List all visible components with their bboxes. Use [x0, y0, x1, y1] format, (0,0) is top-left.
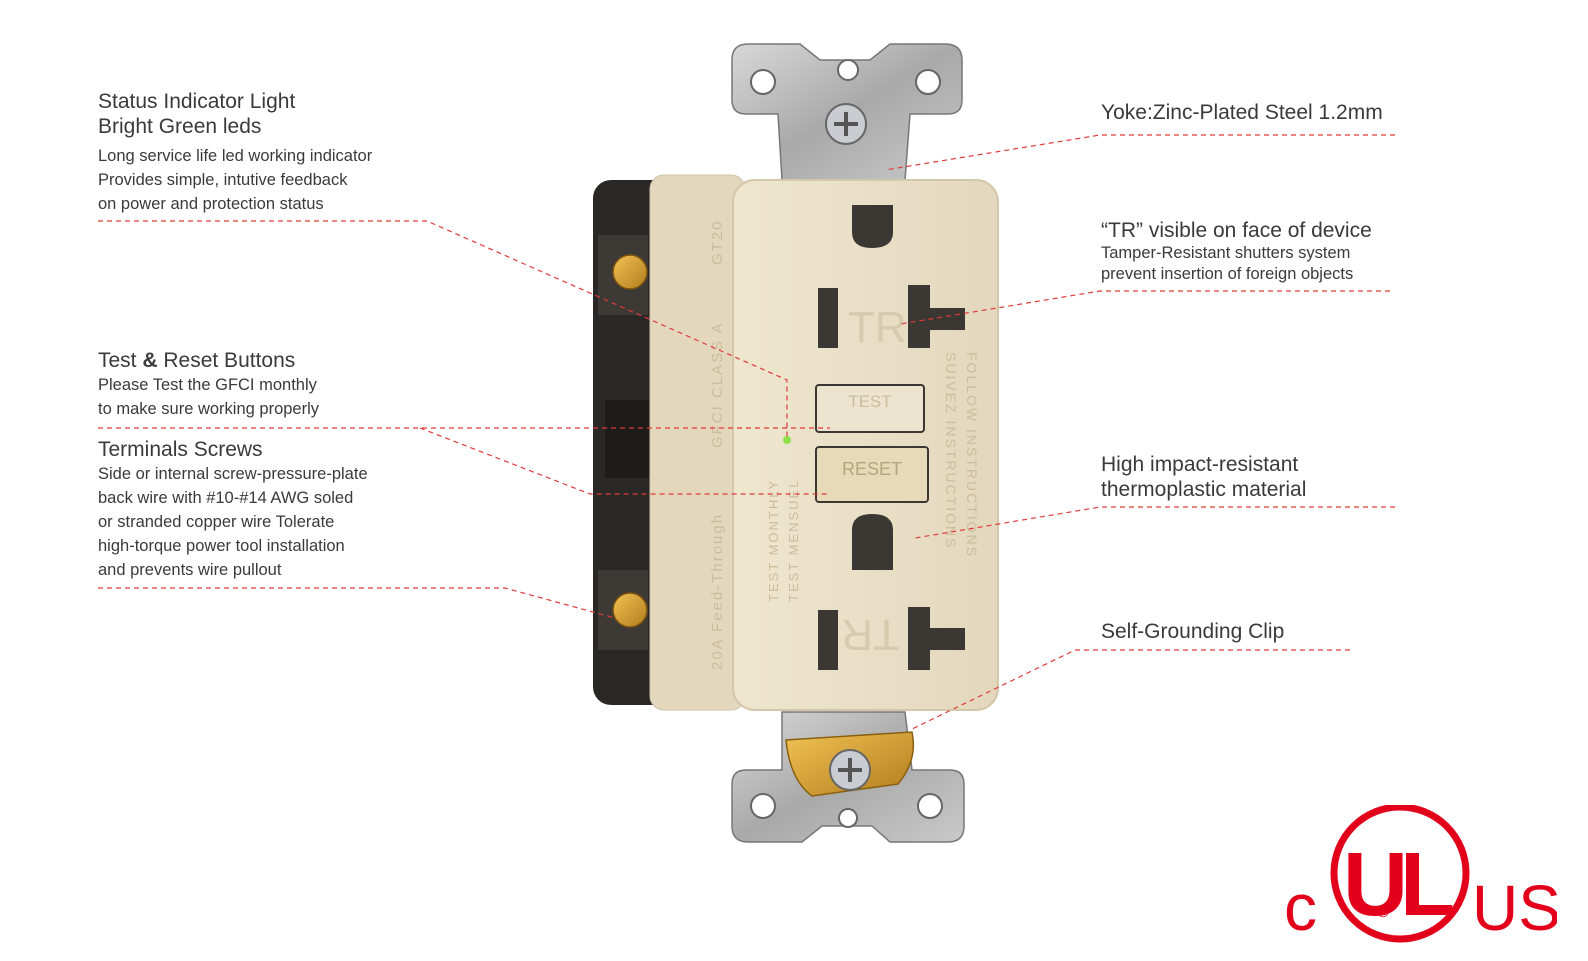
terminals-callout: Terminals Screws Side or internal screw-…: [98, 437, 368, 582]
terminals-body-line: Side or internal screw-pressure-plate: [98, 465, 368, 483]
side-label-gt: GT20: [709, 219, 726, 265]
ul-logo-registered: ®: [1377, 904, 1389, 921]
terminals-title: Terminals Screws: [98, 438, 263, 461]
terminals-body-line: high-torque power tool installation: [98, 537, 345, 555]
ul-logo-us: US: [1472, 872, 1557, 944]
yoke-title: Yoke:Zinc-Plated Steel 1.2mm: [1101, 101, 1383, 124]
side-label-feed: 20A Feed-Through: [709, 513, 726, 670]
status-indicator-callout: Status Indicator Light Bright Green leds…: [98, 89, 372, 216]
status-body-line: Provides simple, intutive feedback: [98, 171, 348, 189]
culus-logo: c UL ® US: [1284, 805, 1557, 944]
test-monthly-label: TEST MONTHLY: [766, 479, 781, 602]
test-reset-callout: Test & Reset Buttons Please Test the GFC…: [98, 348, 319, 421]
tr-body-line: Tamper-Resistant shutters system: [1101, 244, 1351, 262]
side-label-class: GFCI CLASS A: [709, 321, 726, 448]
leader-grounding: [909, 649, 1350, 731]
tr-mark-bottom: TR: [841, 610, 900, 659]
tr-mark-top: TR: [848, 303, 907, 352]
impact-title: High impact-resistant: [1101, 453, 1299, 476]
reset-button-label: RESET: [842, 459, 902, 479]
leader-terminals: [98, 587, 616, 619]
status-body-line: Long service life led working indicator: [98, 147, 373, 165]
top-yoke: [731, 43, 963, 181]
impact-subtitle: thermoplastic material: [1101, 478, 1307, 501]
terminals-body-line: or stranded copper wire Tolerate: [98, 513, 335, 531]
status-led: [783, 436, 791, 444]
leader-yoke: [884, 134, 1395, 171]
test-mensuel-label: TEST MENSUEL: [786, 479, 801, 602]
tr-callout: “TR” visible on face of device Tamper-Re…: [1101, 218, 1372, 285]
ul-logo-ul: UL: [1343, 835, 1453, 935]
test-button-label: TEST: [848, 392, 891, 411]
impact-callout: High impact-resistant thermoplastic mate…: [1101, 452, 1306, 502]
ul-logo-c: c: [1284, 870, 1317, 944]
follow-instructions-label: FOLLOW INSTRUCTIONS: [964, 352, 980, 558]
terminal-screw-icon: [612, 254, 648, 290]
leader-tr: [899, 290, 1390, 325]
test-reset-body-line: Please Test the GFCI monthly: [98, 376, 317, 394]
leader-lines: [98, 134, 1395, 731]
status-indicator-title: Status Indicator Light: [98, 90, 296, 113]
reset-button[interactable]: RESET: [815, 446, 929, 503]
test-reset-body-line: to make sure working properly: [98, 400, 320, 418]
tr-title: “TR” visible on face of device: [1101, 219, 1372, 242]
bottom-yoke: [731, 711, 965, 843]
test-reset-title: Test & Reset Buttons: [98, 349, 296, 372]
receptacle-face: TR TR FOLLOW INSTRUCTIONS SUIVEZ INSTRUC…: [732, 179, 999, 711]
leader-status: [98, 220, 788, 438]
grounding-callout: Self-Grounding Clip: [1101, 619, 1284, 644]
leader-terminals-reset: [419, 427, 830, 495]
terminal-screw-icon: [612, 592, 648, 628]
suivez-instructions-label: SUIVEZ INSTRUCTIONS: [943, 352, 959, 549]
grounding-title: Self-Grounding Clip: [1101, 620, 1285, 643]
terminals-body-line: and prevents wire pullout: [98, 561, 282, 579]
yoke-callout: Yoke:Zinc-Plated Steel 1.2mm: [1101, 100, 1383, 125]
terminals-body-line: back wire with #10-#14 AWG soled: [98, 489, 354, 507]
tr-body-line: prevent insertion of foreign objects: [1101, 265, 1354, 283]
test-button[interactable]: TEST: [815, 384, 925, 433]
body-side-strip: [649, 174, 746, 711]
status-indicator-subtitle: Bright Green leds: [98, 115, 262, 138]
status-body-line: on power and protection status: [98, 195, 324, 213]
